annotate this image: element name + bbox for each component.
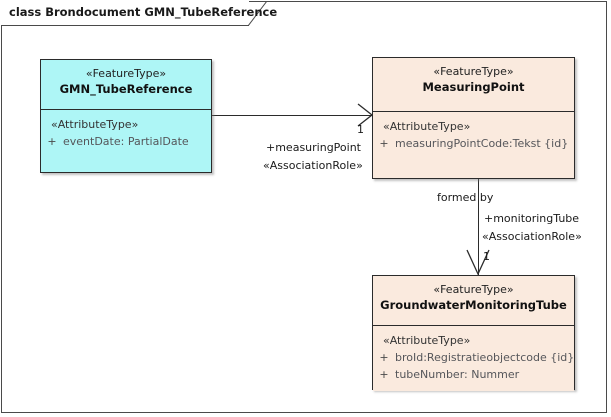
class-name: GMN_TubeReference	[59, 82, 193, 96]
multiplicity-measuringpoint: 1	[357, 123, 364, 136]
class-box-gmn-tube-reference[interactable]: «FeatureType» GMN_TubeReference «Attribu…	[40, 59, 212, 173]
attribute-text: tubeNumber: Nummer	[395, 368, 520, 381]
attribute-row: + measuringPointCode:Tekst {id}	[373, 135, 574, 152]
role-label-monitoringtube: +monitoringTube	[484, 212, 580, 225]
attribute-visibility: +	[47, 135, 57, 148]
attribute-row: + broId:Registratieobjectcode {id}	[373, 349, 574, 366]
attribute-text: broId:Registratieobjectcode {id}	[395, 351, 575, 364]
role-label-measuringpoint: +measuringPoint	[266, 141, 361, 154]
class-attributes-measuring-point: «AttributeType» + measuringPointCode:Tek…	[373, 112, 574, 178]
attribute-text: measuringPointCode:Tekst {id}	[395, 137, 569, 150]
class-stereotype: «FeatureType»	[433, 283, 514, 296]
class-stereotype: «FeatureType»	[85, 67, 167, 80]
association-name-formed-by: formed by	[437, 191, 494, 204]
class-box-groundwater-monitoring-tube[interactable]: «FeatureType» GroundwaterMonitoringTube …	[372, 275, 575, 391]
attribute-text: eventDate: PartialDate	[63, 135, 189, 148]
association-arrowhead-monitoringtube	[466, 249, 490, 276]
association-line-tubereference-measuringpoint	[212, 115, 372, 116]
class-attributes-groundwater-monitoring-tube: «AttributeType» + broId:Registratieobjec…	[373, 326, 574, 391]
page-title: class Brondocument GMN_TubeReference	[9, 5, 278, 19]
multiplicity-monitoringtube: 1	[483, 250, 490, 263]
class-attributes-gmn-tube-reference: «AttributeType» + eventDate: PartialDate	[41, 110, 211, 172]
attribute-stereotype: «AttributeType»	[383, 334, 471, 347]
attribute-row: + tubeNumber: Nummer	[373, 366, 574, 383]
class-header-groundwater-monitoring-tube: «FeatureType» GroundwaterMonitoringTube	[373, 276, 574, 326]
class-header-gmn-tube-reference: «FeatureType» GMN_TubeReference	[41, 60, 211, 110]
diagram-title-tab-slant	[248, 1, 268, 26]
diagram-title-tab	[1, 1, 249, 26]
role-stereotype-monitoringtube: «AssociationRole»	[482, 230, 582, 243]
class-box-measuring-point[interactable]: «FeatureType» MeasuringPoint «AttributeT…	[372, 57, 575, 179]
class-name: GroundwaterMonitoringTube	[380, 298, 567, 312]
attribute-visibility: +	[379, 351, 389, 364]
attribute-visibility: +	[379, 368, 389, 381]
attribute-stereotype: «AttributeType»	[383, 120, 471, 133]
attribute-stereotype: «AttributeType»	[51, 118, 139, 131]
class-header-measuring-point: «FeatureType» MeasuringPoint	[373, 58, 574, 112]
attribute-visibility: +	[379, 137, 389, 150]
association-line-measuringpoint-monitoringtube	[478, 179, 479, 275]
role-stereotype-measuringpoint: «AssociationRole»	[263, 159, 363, 172]
class-stereotype: «FeatureType»	[433, 65, 514, 78]
class-name: MeasuringPoint	[422, 80, 525, 94]
attribute-row: + eventDate: PartialDate	[41, 133, 211, 150]
